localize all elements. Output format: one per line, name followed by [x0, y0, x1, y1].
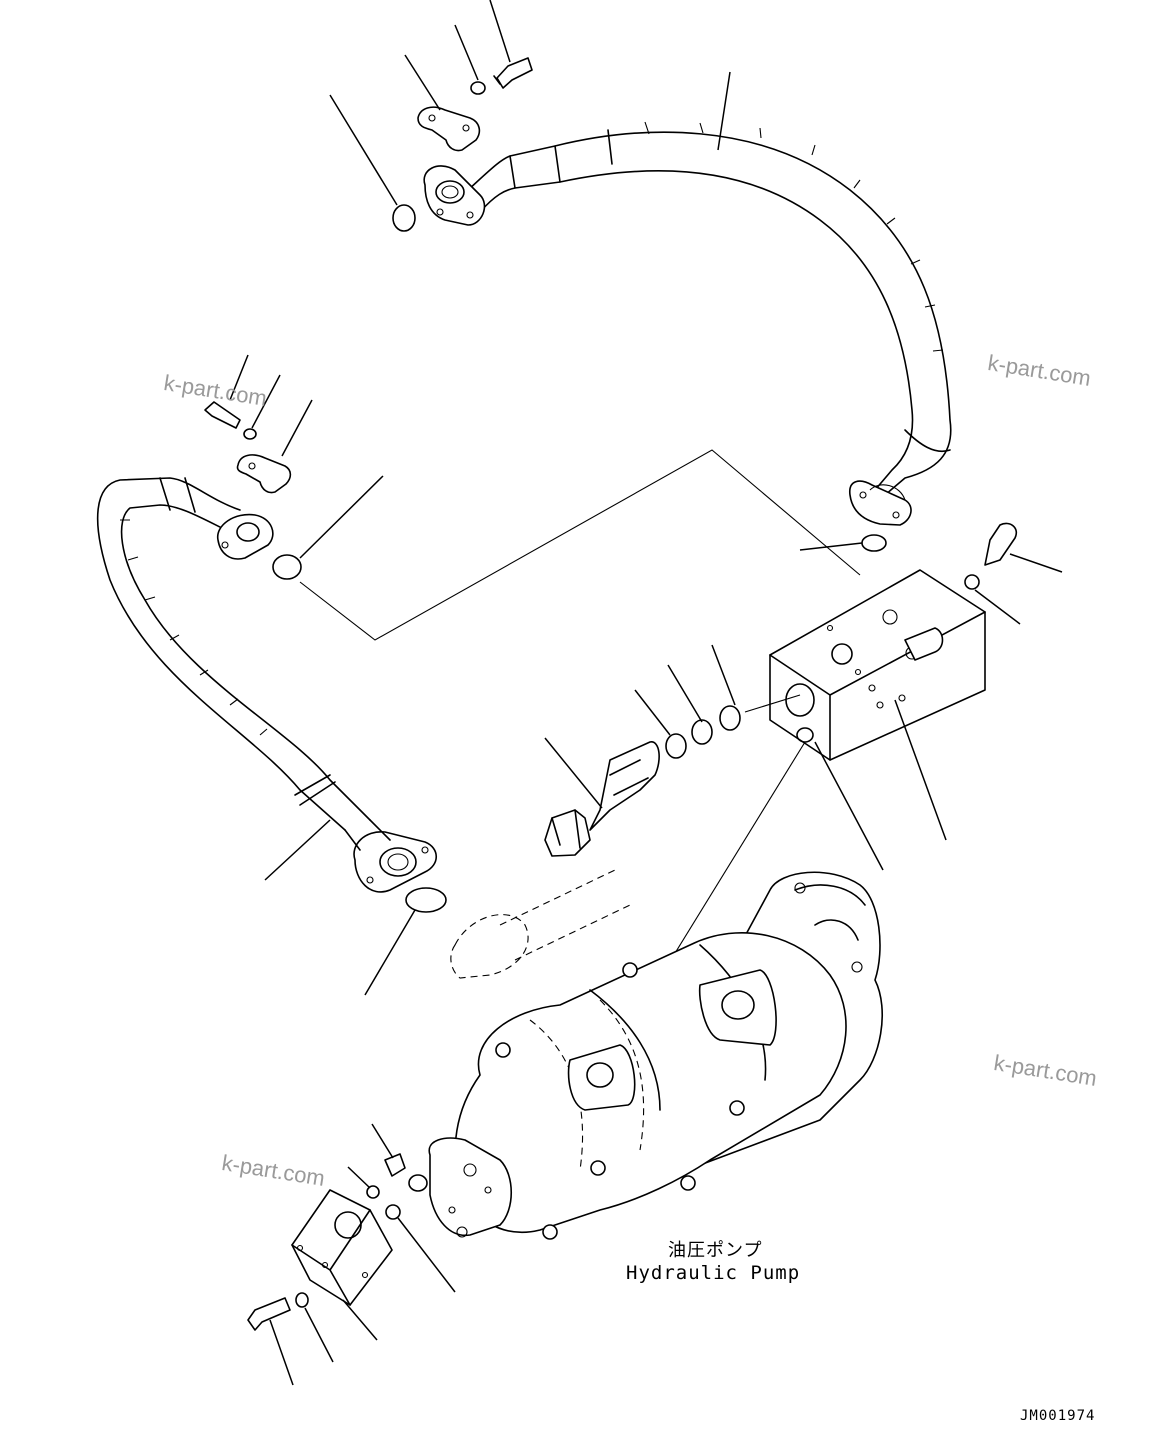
pump-label-english: Hydraulic Pump [626, 1262, 801, 1284]
hydraulic-pump [408, 869, 883, 1240]
pump-label-japanese: 油圧ポンプ [668, 1240, 763, 1261]
upper-hose [392, 57, 952, 526]
pressure-sensor [544, 705, 741, 857]
bottom-valve-block [247, 1153, 406, 1331]
leader-lines [229, 0, 1063, 1386]
left-hose [96, 401, 447, 913]
drawing-code: JM001974 [1020, 1408, 1096, 1424]
valve-block [769, 522, 1018, 761]
